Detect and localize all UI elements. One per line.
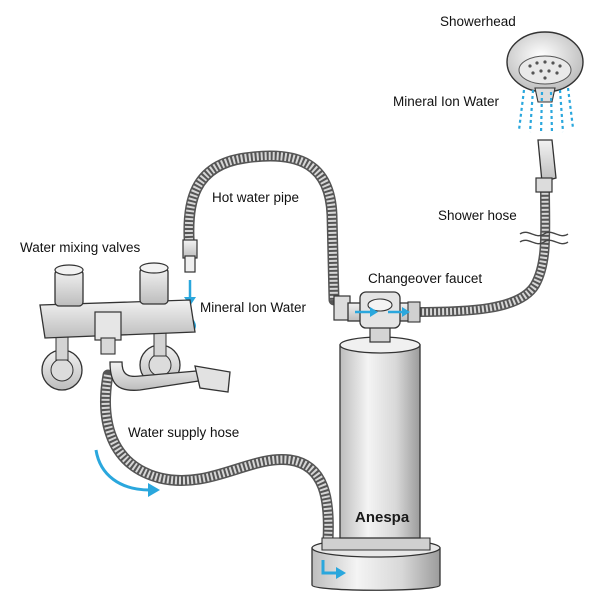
label-hot-water-pipe: Hot water pipe xyxy=(212,190,300,205)
label-product-name: Anespa xyxy=(355,509,410,526)
water-mixing-valves-icon xyxy=(39,262,231,393)
hose-break-mark xyxy=(519,231,569,245)
label-shower-hose: Shower hose xyxy=(438,208,517,223)
label-mineral-ion-water-left: Mineral Ion Water xyxy=(200,300,307,315)
label-water-mixing-valves: Water mixing valves xyxy=(20,240,141,255)
showerhead-icon xyxy=(506,31,584,193)
flow-arrow-base xyxy=(321,560,346,579)
changeover-faucet-icon xyxy=(333,291,421,329)
label-water-supply-hose: Water supply hose xyxy=(128,425,240,440)
label-mineral-ion-water-top: Mineral Ion Water xyxy=(393,94,500,109)
shower-hose xyxy=(409,185,551,317)
filter-unit-icon xyxy=(311,325,441,591)
flow-arrow-icon xyxy=(94,449,160,497)
label-changeover-faucet: Changeover faucet xyxy=(368,271,483,286)
hot-water-nozzle xyxy=(182,239,198,273)
hot-water-pipe xyxy=(183,150,340,306)
water-supply-hose xyxy=(100,369,334,546)
label-showerhead: Showerhead xyxy=(440,14,516,29)
